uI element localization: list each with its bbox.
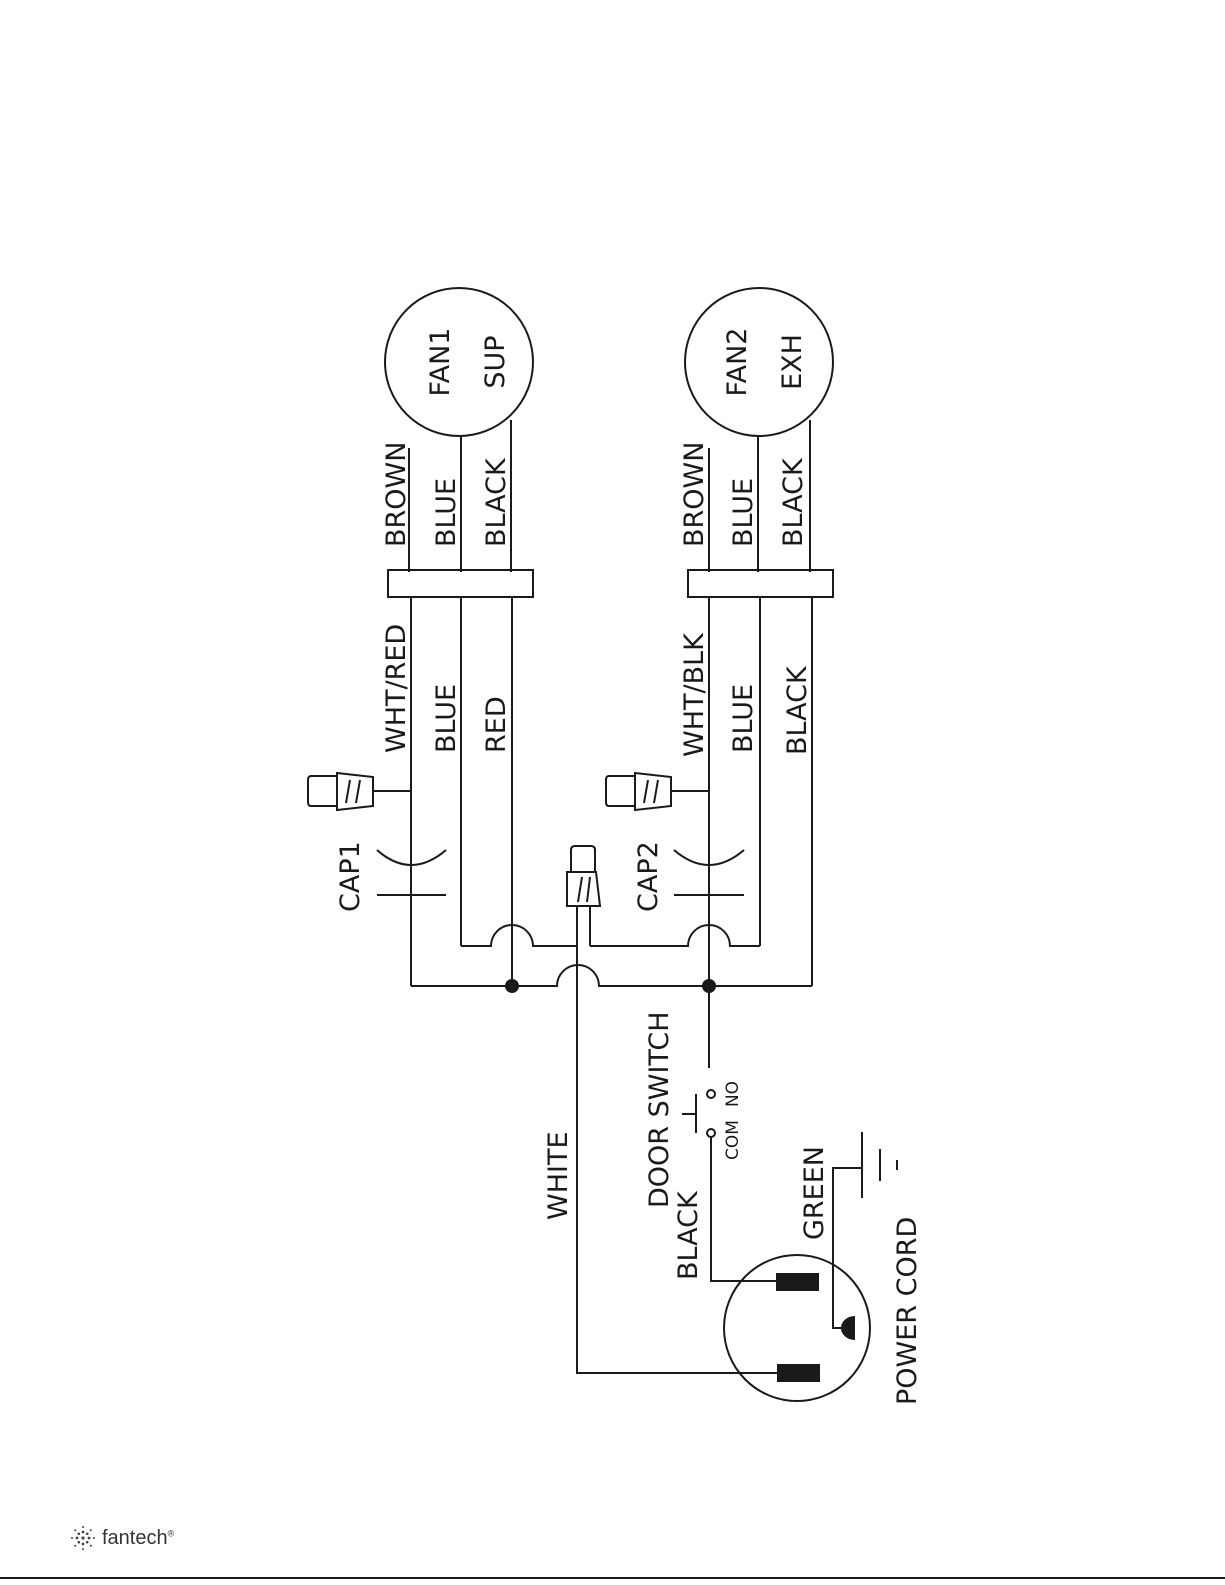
fan2-wire-label-blue: BLUE <box>728 478 759 547</box>
switch-contact-no <box>707 1090 715 1098</box>
plug-blade-hot <box>776 1273 819 1291</box>
fan1-wire-label-blue: BLUE <box>431 478 462 547</box>
lead2-label-blue: BLUE <box>728 684 759 753</box>
fan2-connector <box>688 570 833 597</box>
lead1-label-red: RED <box>481 696 512 753</box>
fan2-wire-label-black: BLACK <box>778 457 809 547</box>
ground-wire <box>833 1168 862 1328</box>
switch-contact-com <box>707 1129 715 1137</box>
fan2-group: FAN2 EXH BROWN BLUE BLACK WHT/BLK BLUE B… <box>606 288 833 1068</box>
white-wire <box>577 946 777 1373</box>
junction-dot-1 <box>505 979 519 993</box>
fan2-name: FAN2 <box>722 328 753 397</box>
interconnect: WHITE <box>411 846 812 1373</box>
hot-wire-label: BLACK <box>673 1190 704 1280</box>
cap1-label: CAP1 <box>335 841 366 912</box>
blue-bus-left <box>461 925 577 946</box>
brand-mark: ® <box>168 1528 175 1538</box>
fan1-role: SUP <box>480 335 511 388</box>
switch-no-label: NO <box>723 1081 743 1107</box>
fan2-role: EXH <box>777 334 808 390</box>
fan1-connector <box>388 570 533 597</box>
ground-icon <box>862 1132 897 1198</box>
power-cord: BLACK GREEN POWER CORD <box>673 1132 923 1405</box>
plug-blade-neutral <box>777 1364 820 1382</box>
bottom-rule <box>0 1577 1225 1579</box>
fan1-group: FAN1 SUP BROWN BLUE BLACK WHT/RED BLUE R… <box>308 288 533 986</box>
footer-logo: fantech® <box>70 1525 174 1551</box>
hot-wire <box>711 1137 776 1281</box>
power-cord-label: POWER CORD <box>892 1217 923 1405</box>
fan1-wire-label-brown: BROWN <box>381 442 412 547</box>
cap2-label: CAP2 <box>633 841 664 912</box>
switch-com-label: COM <box>723 1120 743 1160</box>
fan1-name: FAN1 <box>425 328 456 397</box>
fan1-wire-label-black: BLACK <box>481 457 512 547</box>
brand-name: fantech <box>102 1527 168 1549</box>
fantech-logo-icon <box>70 1525 96 1551</box>
fan2-wire-nut <box>606 773 709 810</box>
door-switch-label: DOOR SWITCH <box>644 1011 675 1208</box>
lead2-label-black: BLACK <box>782 665 813 755</box>
blue-bus-right <box>590 925 760 946</box>
lead1-label-blue: BLUE <box>431 684 462 753</box>
lead1-label-whtred: WHT/RED <box>381 624 412 753</box>
door-switch: NO COM DOOR SWITCH <box>644 1011 743 1208</box>
white-wire-label: WHITE <box>543 1131 574 1220</box>
hot-bus <box>411 965 812 986</box>
ground-wire-label: GREEN <box>799 1146 830 1240</box>
fan2-motor <box>685 288 833 436</box>
fan2-wire-label-brown: BROWN <box>679 442 710 547</box>
fan1-wire-nut <box>308 773 411 810</box>
junction-dot-2 <box>702 979 716 993</box>
neutral-wire-nut <box>567 846 600 946</box>
lead2-label-whtblk: WHT/BLK <box>679 632 710 757</box>
